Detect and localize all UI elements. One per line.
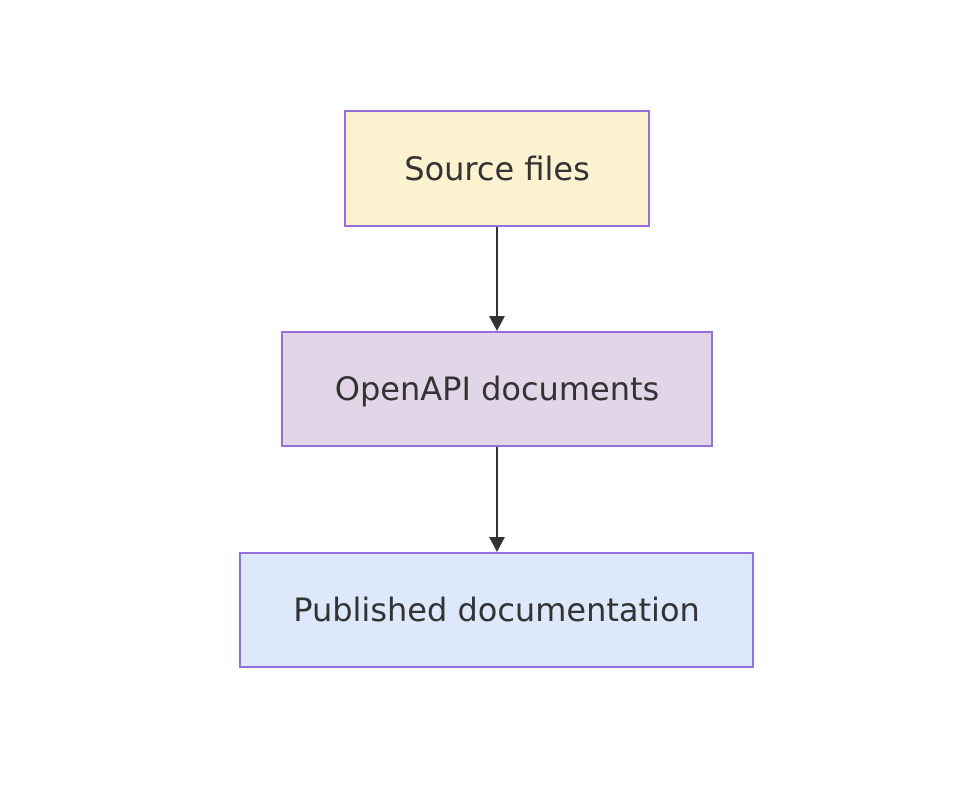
- edge-openapi-to-published: [489, 447, 505, 552]
- arrowhead-icon: [489, 537, 505, 552]
- node-label: Published documentation: [293, 591, 700, 629]
- arrowhead-icon: [489, 316, 505, 331]
- node-source-files[interactable]: Source files: [344, 110, 650, 227]
- node-label: OpenAPI documents: [334, 370, 660, 408]
- node-openapi-documents[interactable]: OpenAPI documents: [281, 331, 713, 447]
- edge-source-to-openapi: [489, 227, 505, 331]
- node-published-documentation[interactable]: Published documentation: [239, 552, 754, 668]
- node-label: Source files: [404, 149, 590, 188]
